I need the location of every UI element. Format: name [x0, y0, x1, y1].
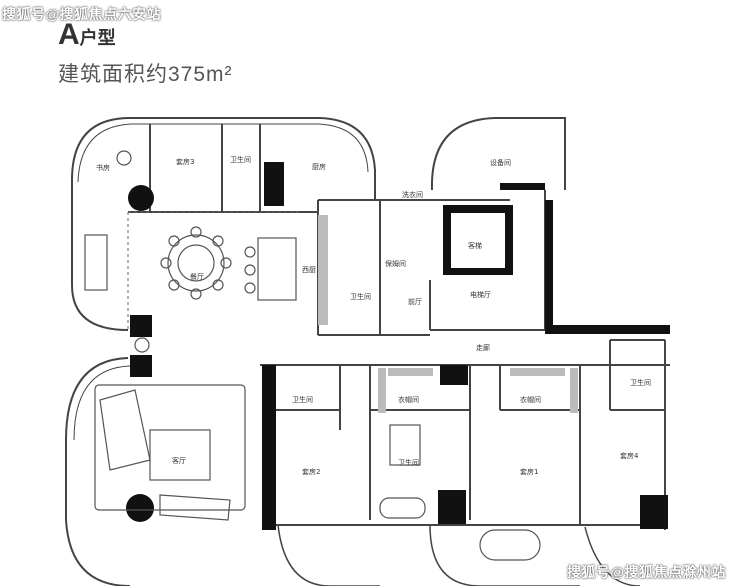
room-label-equipment: 设备间 [490, 158, 511, 167]
outer-wall-top [71, 117, 376, 200]
room-label-dining: 餐厅 [190, 272, 204, 281]
room-label-elevator: 客梯 [468, 241, 482, 250]
living-furniture [84, 234, 246, 521]
room-label-living: 客厅 [172, 456, 186, 465]
room-label-nanny: 保姆间 [385, 259, 406, 268]
room-label-kitchen: 厨房 [312, 162, 326, 171]
columns [126, 162, 668, 529]
room-label-suite3: 套房3 [176, 157, 194, 166]
room-label-elevator-hall: 电梯厅 [470, 290, 491, 299]
room-label-corridor: 走廊 [476, 343, 490, 352]
room-label-suite4: 套房4 [620, 451, 639, 460]
room-label-foyer: 前厅 [408, 297, 422, 306]
shear-wall-left [262, 365, 276, 530]
watermark-bottom: 搜狐号@搜狐焦点滁州站 [566, 564, 726, 580]
equipment-room-wall [430, 117, 566, 191]
room-labels: 书房 套房3 卫生间 厨房 设备间 洗衣间 餐厅 西厨 保姆间 卫生间 前厅 客… [96, 155, 651, 476]
outer-wall-left-upper [71, 180, 129, 331]
room-label-suite2: 套房2 [302, 467, 320, 476]
room-label-bath-master: 卫生间 [398, 458, 419, 467]
room-label-bath2: 卫生间 [292, 395, 313, 404]
dining-table [160, 226, 297, 301]
room-label-closet-right: 衣帽间 [520, 395, 541, 404]
exterior-wall-east [545, 325, 670, 334]
bathtub [379, 497, 426, 519]
outer-wall-left-lower [65, 357, 131, 586]
building-area: 建筑面积约375m² [58, 63, 233, 86]
room-label-western-kitchen: 西厨 [302, 266, 316, 274]
room-label-bath4: 卫生间 [630, 378, 651, 387]
room-label-bath-nanny: 卫生间 [350, 292, 371, 301]
room-label-bath-top: 卫生间 [230, 155, 251, 164]
plan-title-letter: A [58, 18, 80, 51]
room-label-study: 书房 [96, 163, 110, 172]
plan-title: A户型 [58, 18, 116, 52]
watermark-top: 搜狐号@搜狐焦点六安站 [2, 6, 162, 22]
room-label-closet-left: 衣帽间 [398, 395, 419, 404]
room-label-laundry: 洗衣间 [402, 190, 423, 199]
room-label-suite1: 套房1 [520, 467, 538, 476]
plan-title-text: 户型 [79, 28, 116, 48]
